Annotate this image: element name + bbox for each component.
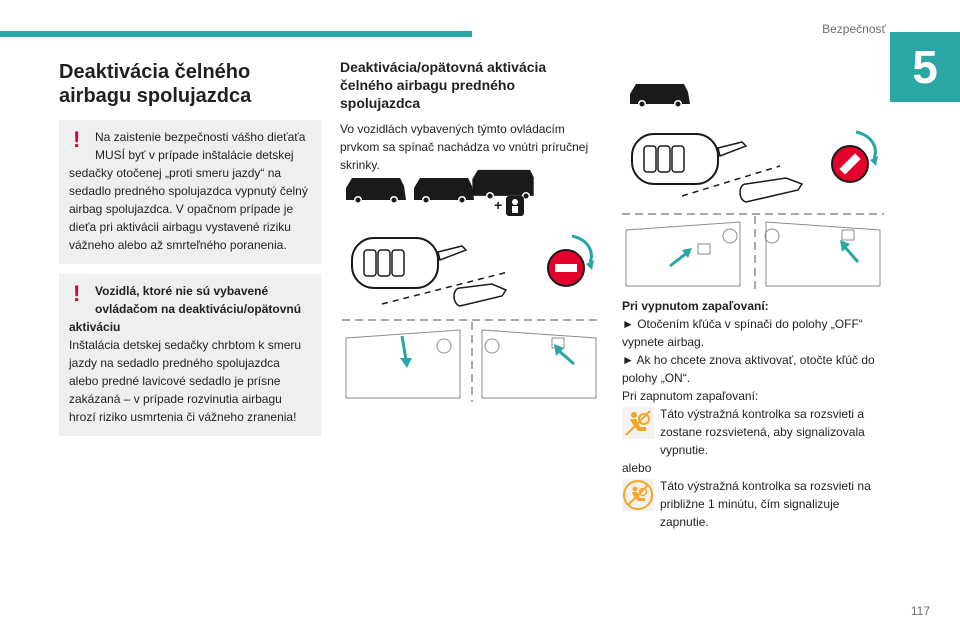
warning-title: Vozidlá, ktoré nie sú vybavené ovládačom… — [69, 284, 302, 334]
vehicle-silhouettes-illustration: + — [346, 169, 534, 216]
airbag-on-warning-lamp-icon — [622, 479, 654, 511]
warning-text: Inštalácia detskej sedačky chrbtom k sme… — [69, 338, 302, 424]
warning-exclamation-icon: ! — [73, 281, 81, 306]
column-middle: Deaktivácia/opätovná aktivácia čelného a… — [340, 58, 598, 174]
arrow-icon — [400, 335, 575, 368]
warning-exclamation-icon: ! — [73, 127, 81, 152]
vehicle-silhouette-illustration — [630, 84, 690, 108]
step-2: ► Ak ho chcete znova aktivovať, otočte k… — [622, 353, 875, 385]
key-blade-icon — [453, 283, 508, 307]
heading-ignition-off: Pri vypnutom zapaľovaní: — [622, 299, 769, 313]
warning-box-child-seat: ! Na zaistenie bezpečnosti vášho dieťaťa… — [59, 120, 321, 264]
arrow-icon — [669, 240, 860, 268]
page-number: 117 — [910, 604, 930, 618]
key-fob-icon — [351, 237, 468, 289]
airbag-switch-icon — [547, 234, 594, 287]
passenger-seat-icon — [506, 196, 524, 216]
subsection-title: Deaktivácia/opätovná aktivácia čelného a… — [340, 59, 547, 111]
key-fob-icon — [631, 133, 748, 185]
chapter-number-tab: 5 — [890, 32, 960, 102]
dashboard-illustration — [625, 221, 881, 287]
column-left: Deaktivácia čelného airbagu spolujazdca … — [59, 60, 321, 446]
lamp-text-on: Táto výstražná kontrolka sa rozsvieti na… — [660, 479, 871, 529]
lamp-row-on: Táto výstražná kontrolka sa rozsvieti na… — [622, 477, 884, 531]
plus-sign: + — [494, 197, 502, 213]
key-switch-illustration — [342, 234, 602, 402]
key-blade-icon — [739, 177, 804, 203]
section-title: Deaktivácia čelného airbagu spolujazdca — [59, 61, 252, 107]
warning-text: Na zaistenie bezpečnosti vášho dieťaťa M… — [69, 130, 308, 252]
lamp-text-off: Táto výstražná kontrolka sa rozsvieti a … — [660, 407, 865, 457]
warning-box-no-switch: ! Vozidlá, ktoré nie sú vybavené ovládač… — [59, 274, 321, 436]
step-1: ► Otočením kľúča v spínači do polohy „OF… — [622, 317, 863, 349]
column-right: Pri vypnutom zapaľovaní: ► Otočením kľúč… — [622, 297, 884, 531]
lamp-row-off: Táto výstražná kontrolka sa rozsvieti a … — [622, 405, 884, 459]
or-text: alebo — [622, 461, 652, 475]
section-name: Bezpečnosť — [822, 22, 886, 36]
airbag-switch-icon — [831, 130, 878, 183]
airbag-off-warning-lamp-icon — [622, 407, 654, 439]
dashboard-illustration — [345, 329, 597, 399]
key-switch-illustration-right — [622, 130, 884, 290]
header-accent-bar — [0, 31, 472, 37]
intro-paragraph: Vo vozidlách vybavených týmto ovládacím … — [340, 122, 589, 172]
heading-ignition-on: Pri zapnutom zapaľovaní: — [622, 389, 759, 403]
